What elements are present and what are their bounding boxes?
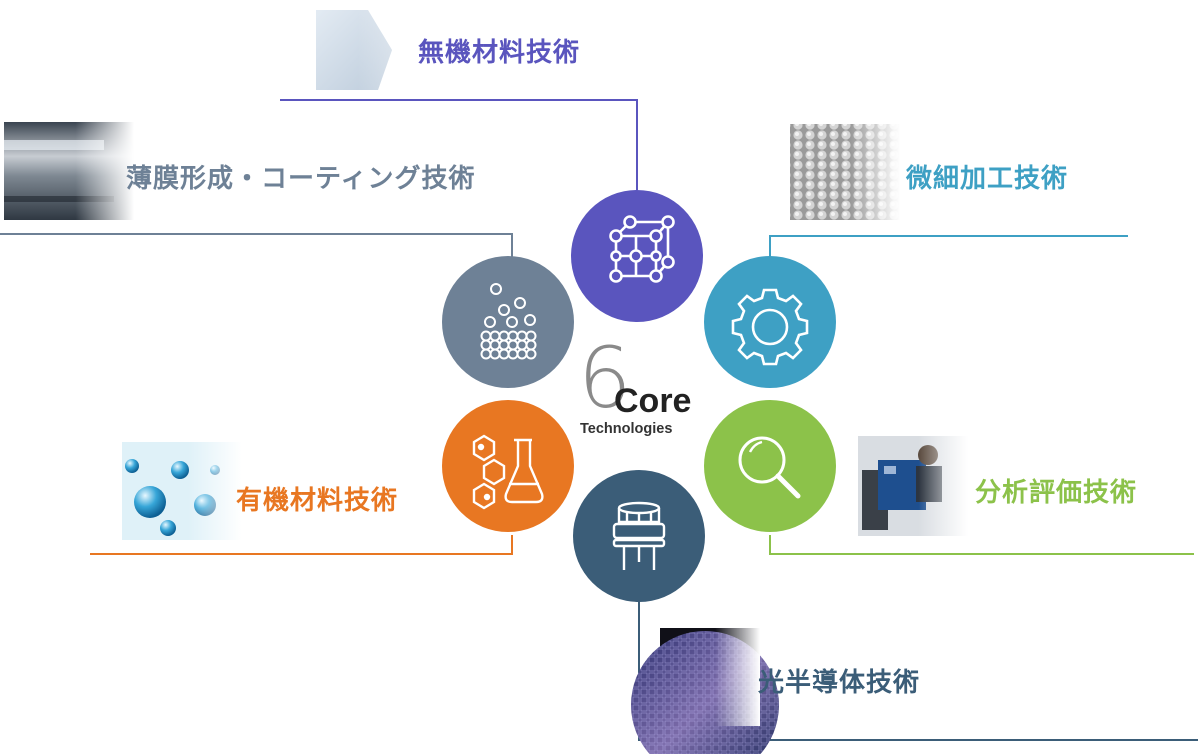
magnifier-icon: [738, 436, 801, 499]
connector-lines: [0, 99, 1198, 741]
microfab-connector: [769, 235, 1128, 258]
organic-circle[interactable]: [442, 400, 574, 532]
organic-label[interactable]: 有機材料技術: [236, 486, 399, 516]
inorganic-label[interactable]: 無機材料技術: [418, 38, 581, 68]
logo-technologies-word: Technologies: [580, 421, 673, 437]
microfab-label[interactable]: 微細加工技術: [906, 164, 1069, 194]
thinfilm-label[interactable]: 薄膜形成・コーティング技術: [126, 164, 476, 194]
thinfilm-circle[interactable]: [442, 256, 574, 388]
coating-roll-photo: [4, 122, 134, 220]
lab-analysis-photo: [858, 436, 968, 536]
microstructure-photo: [790, 124, 900, 220]
logo-numeral: 6: [578, 329, 632, 427]
organic-connector: [90, 535, 513, 555]
analysis-connector: [769, 535, 1194, 555]
analysis-circle[interactable]: [704, 400, 836, 532]
gear-icon: [731, 288, 809, 366]
particle-stack-icon: [480, 283, 537, 360]
flask-molecule-icon: [472, 434, 544, 510]
optosemi-circle[interactable]: [573, 470, 705, 602]
inorganic-circle[interactable]: [571, 190, 703, 322]
inorganic-connector: [280, 99, 638, 190]
optosemi-label[interactable]: 光半導体技術: [758, 668, 921, 698]
microfab-circle[interactable]: [704, 256, 836, 388]
analysis-label[interactable]: 分析評価技術: [975, 478, 1138, 508]
semiconductor-package-icon: [612, 501, 666, 570]
droplets-photo: [122, 442, 242, 540]
wafer-photo: [631, 628, 779, 754]
crystal-lattice-icon: [609, 215, 675, 283]
core-technologies-logo: 6 Core Technologies: [578, 336, 708, 442]
optosemi-connector: [638, 600, 1198, 741]
logo-core-word: Core: [614, 382, 692, 420]
glass-plate-photo: [316, 10, 392, 90]
thinfilm-connector: [0, 233, 513, 258]
